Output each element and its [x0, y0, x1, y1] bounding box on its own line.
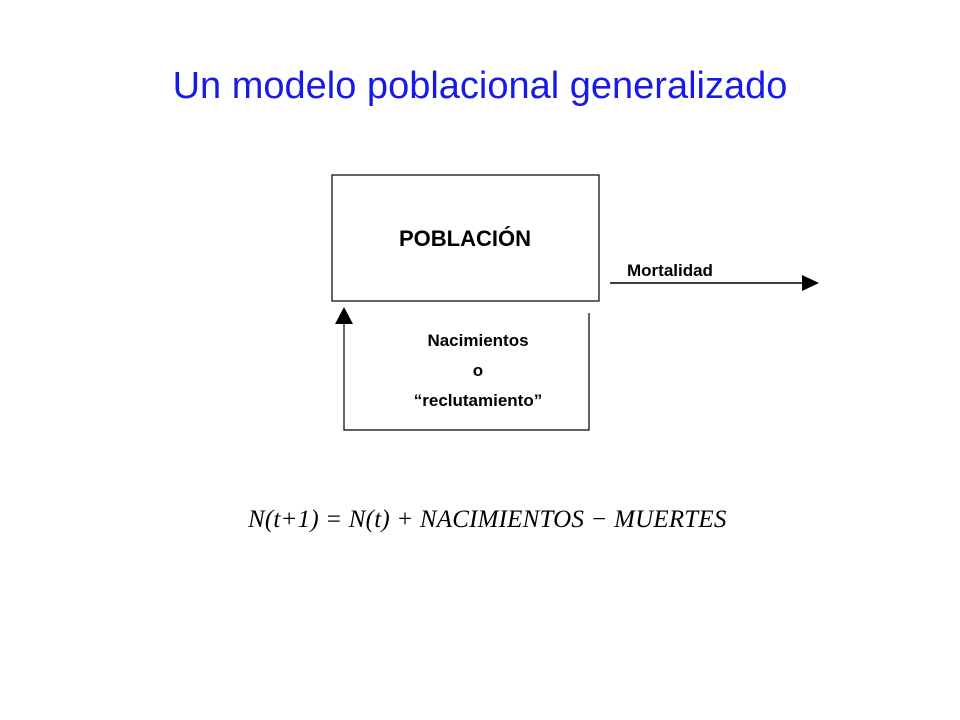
births-label-line1: Nacimientos — [427, 331, 528, 350]
population-equation: N(t+1) = N(t) + NACIMIENTOS − MUERTES — [248, 506, 727, 533]
births-loop-line — [343, 313, 590, 431]
births-loop — [335, 307, 590, 431]
mortality-arrow — [610, 275, 819, 291]
births-label-line2: o — [473, 361, 483, 380]
arrow-up-icon — [335, 307, 353, 324]
arrow-right-icon — [802, 275, 819, 291]
slide-title: Un modelo poblacional generalizado — [172, 65, 788, 107]
population-label: POBLACIÓN — [399, 226, 531, 251]
mortality-label: Mortalidad — [627, 261, 713, 280]
population-box — [331, 174, 600, 302]
births-label-line3: “reclutamiento” — [414, 391, 542, 410]
